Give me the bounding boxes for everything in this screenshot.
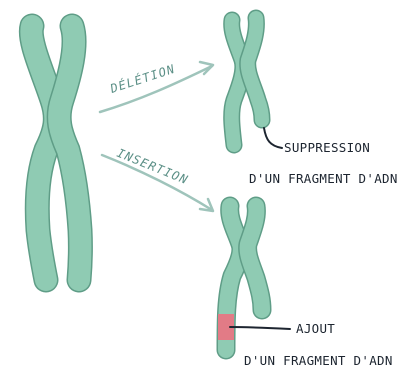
deleted-chromosome — [232, 18, 262, 145]
insertion-label: INSERTION — [115, 146, 191, 187]
deletion-label: DÉLÉTION — [107, 61, 177, 96]
ajout-pointer — [230, 327, 290, 329]
ajout-label-line1: AJOUT — [296, 321, 335, 336]
suppression-label-line1: SUPPRESSION — [284, 140, 370, 155]
ajout-label-line2: D'UN FRAGMENT D'ADN — [244, 353, 393, 368]
suppression-label-line2: D'UN FRAGMENT D'ADN — [249, 171, 398, 186]
original-chromosome — [31, 26, 80, 280]
suppression-pointer — [264, 128, 282, 148]
